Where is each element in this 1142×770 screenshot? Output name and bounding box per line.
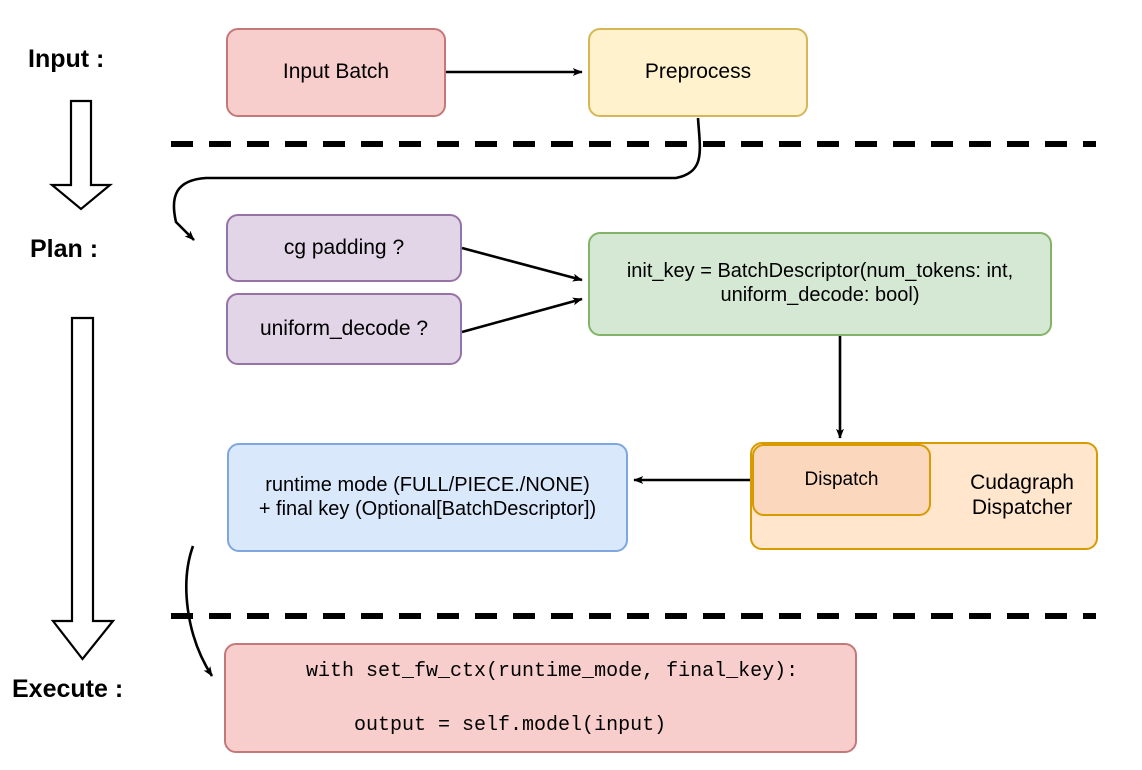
- node-preprocess[interactable]: Preprocess: [588, 28, 808, 117]
- node-uniform-decode-label: uniform_decode ?: [259, 316, 429, 340]
- node-exec-code-line2: output = self.model(input): [306, 713, 667, 737]
- node-dispatch[interactable]: Dispatch: [752, 444, 931, 516]
- node-cudagraph-dispatcher-line1: Cudagraph: [970, 471, 1074, 495]
- node-exec-code-line1: with set_fw_ctx(runtime_mode, final_key)…: [306, 659, 799, 683]
- node-cg-padding-label: cg padding ?: [283, 235, 405, 259]
- node-preprocess-label: Preprocess: [644, 60, 752, 84]
- node-runtime-mode-line1: runtime mode (FULL/PIECE./NONE): [265, 473, 590, 496]
- stage-label-input: Input :: [28, 45, 105, 73]
- node-uniform-decode[interactable]: uniform_decode ?: [226, 293, 462, 365]
- node-init-key-line1: init_key = BatchDescriptor(num_tokens: i…: [626, 260, 1014, 283]
- stage-label-execute: Execute :: [12, 675, 124, 703]
- node-runtime-mode-line2: + final key (Optional[BatchDescriptor]): [258, 497, 597, 520]
- node-runtime-mode[interactable]: runtime mode (FULL/PIECE./NONE) + final …: [227, 443, 628, 552]
- edge-cg-padding-to-init-key: [461, 246, 583, 282]
- node-input-batch-label: Input Batch: [282, 60, 390, 84]
- plan-to-execute-arrow: [50, 316, 116, 661]
- node-cudagraph-dispatcher-line2: Dispatcher: [971, 496, 1073, 519]
- edge-uniform-decode-to-init-key: [461, 297, 583, 334]
- node-input-batch[interactable]: Input Batch: [226, 28, 446, 117]
- stage-label-plan: Plan :: [30, 235, 99, 263]
- input-to-plan-arrow: [48, 99, 114, 211]
- node-init-key-line2: uniform_decode: bool): [720, 284, 920, 306]
- edge-runtime-mode-to-exec-code: [185, 545, 214, 677]
- node-cg-padding[interactable]: cg padding ?: [226, 214, 462, 282]
- node-exec-code[interactable]: with set_fw_ctx(runtime_mode, final_key)…: [224, 643, 857, 753]
- node-dispatch-label: Dispatch: [804, 468, 879, 490]
- node-init-key[interactable]: init_key = BatchDescriptor(num_tokens: i…: [588, 232, 1052, 336]
